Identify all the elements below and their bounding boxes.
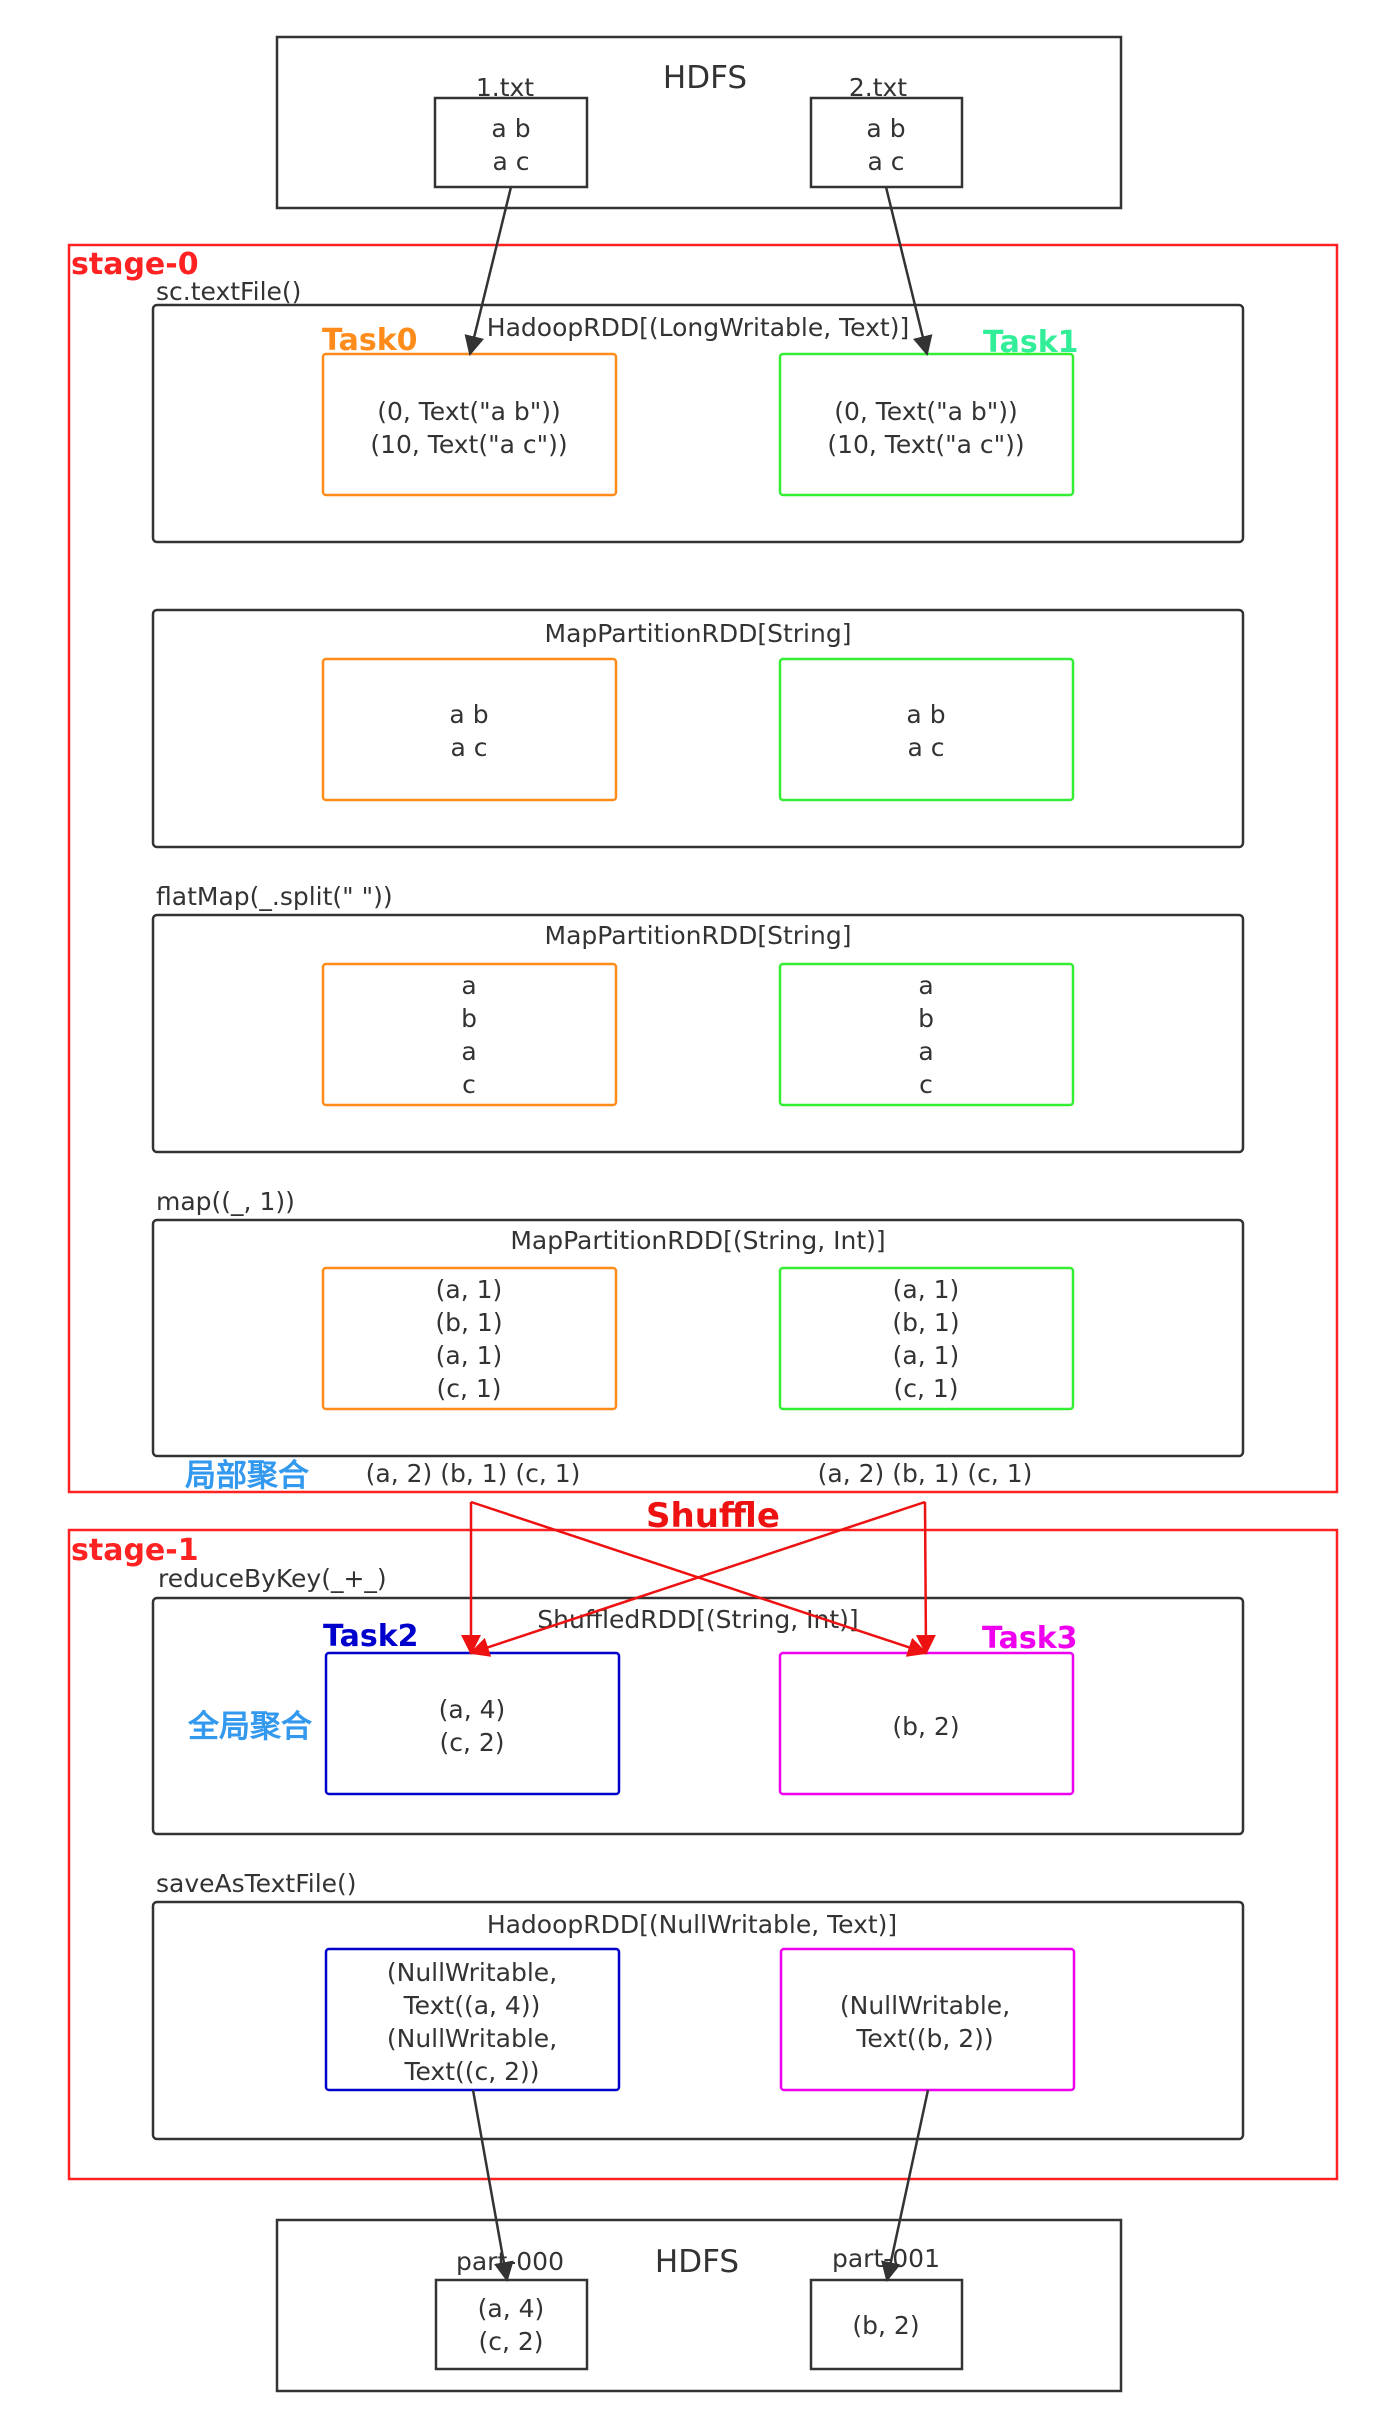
task2-label: Task2: [323, 1619, 419, 1654]
local-agg-label: 局部聚合: [185, 1458, 309, 1494]
op-save: saveAsTextFile(): [156, 1869, 357, 1898]
part-1-line-2: (c, 2): [478, 2327, 543, 2356]
p4-left-line-4: (c, 1): [436, 1374, 501, 1403]
file-2-line-1: a b: [866, 114, 905, 143]
part-box-1: [434, 2278, 589, 2371]
s2-right-line-1: (NullWritable,: [840, 1991, 1010, 2020]
task0-label: Task0: [322, 323, 418, 358]
p4-right-line-2: (b, 1): [892, 1308, 959, 1337]
p4-left-line-3: (a, 1): [436, 1341, 503, 1370]
p3-right-line-1: a: [918, 971, 933, 1000]
rdd-map-partition-pairs-title: MapPartitionRDD[(String, Int)]: [510, 1226, 885, 1255]
file-box-1: [433, 96, 589, 189]
rdd-map-partition-2-title: MapPartitionRDD[String]: [545, 921, 852, 950]
part-1-line-1: (a, 4): [478, 2294, 545, 2323]
task0-partition-3: [321, 962, 618, 1107]
stage1-label: stage-1: [71, 1533, 199, 1568]
stage0-label: stage-0: [71, 247, 199, 282]
global-agg-label: 全局聚合: [187, 1709, 312, 1745]
s1-left-line-2: (c, 2): [439, 1728, 504, 1757]
p3-left-line-1: a: [461, 971, 476, 1000]
p3-right-line-2: b: [918, 1004, 934, 1033]
p1-left-line-1: (0, Text("a b")): [377, 397, 561, 426]
p2-left-line-1: a b: [449, 700, 488, 729]
task1-partition-3: [778, 962, 1075, 1107]
p1-right-line-1: (0, Text("a b")): [834, 397, 1018, 426]
p3-left-line-4: c: [462, 1070, 476, 1099]
part-name-2: part-001: [832, 2244, 940, 2273]
op-reduce: reduceByKey(_+_): [158, 1564, 387, 1593]
task1-partition-2: [778, 657, 1075, 802]
arrow-task3-to-part1: [881, 2089, 930, 2282]
hdfs-bottom-box: [275, 2218, 1123, 2393]
s2-left-line-1: (NullWritable,: [387, 1958, 557, 1987]
s2-left-line-4: Text((c, 2)): [403, 2057, 539, 2086]
s2-left-line-3: (NullWritable,: [387, 2024, 557, 2053]
stage0-box: [67, 243, 1339, 1494]
part-2-line-1: (b, 2): [852, 2311, 919, 2340]
task3-label: Task3: [982, 1621, 1078, 1656]
hdfs-top-title: HDFS: [663, 60, 747, 96]
local-agg-right: (a, 2) (b, 1) (c, 1): [818, 1459, 1033, 1488]
p1-right-line-2: (10, Text("a c")): [827, 430, 1024, 459]
p4-left-line-1: (a, 1): [436, 1275, 503, 1304]
p4-left-line-2: (b, 1): [435, 1308, 502, 1337]
rdd-hadoop-output-title: HadoopRDD[(NullWritable, Text)]: [487, 1910, 897, 1939]
s1-right-line-1: (b, 2): [892, 1712, 959, 1741]
task0-partition-2: [321, 657, 618, 802]
s2-left-line-2: Text((a, 4)): [403, 1991, 541, 2020]
arrow-file2-to-task1: [884, 186, 933, 356]
p3-right-line-3: a: [918, 1037, 933, 1066]
stage1-box: [67, 1528, 1339, 2181]
file-1-line-1: a b: [491, 114, 530, 143]
shuffle-right-to-task3: [915, 1501, 936, 1655]
part-name-1: part-000: [456, 2247, 564, 2276]
p1-left-line-2: (10, Text("a c")): [370, 430, 567, 459]
p2-right-line-1: a b: [906, 700, 945, 729]
task1-partition-4: [778, 1266, 1075, 1411]
rdd-shuffled-title: ShuffledRDD[(String, Int)]: [537, 1605, 858, 1634]
op-textfile: sc.textFile(): [156, 277, 301, 306]
s2-right-line-2: Text((b, 2)): [855, 2024, 993, 2053]
shuffle-right-to-task2: [469, 1500, 926, 1657]
rdd-hadoop-output: [151, 1900, 1245, 2141]
rdd-map-partition-2: [151, 913, 1245, 1154]
rdd-hadoop-input-title: HadoopRDD[(LongWritable, Text)]: [487, 313, 909, 342]
p2-left-line-2: a c: [450, 733, 487, 762]
p3-left-line-3: a: [461, 1037, 476, 1066]
file-2-line-2: a c: [867, 147, 904, 176]
file-box-2: [809, 96, 964, 189]
op-flatmap: flatMap(_.split(" ")): [156, 882, 393, 911]
file-1-line-2: a c: [492, 147, 529, 176]
arrow-task2-to-part0: [471, 2089, 514, 2282]
rdd-hadoop-input: [151, 303, 1245, 544]
p2-right-line-2: a c: [907, 733, 944, 762]
task0-partition-4: [321, 1266, 618, 1411]
arrow-file1-to-task0: [464, 186, 513, 356]
p4-right-line-3: (a, 1): [893, 1341, 960, 1370]
hdfs-top-box: [275, 35, 1123, 210]
rdd-map-partition-1-title: MapPartitionRDD[String]: [545, 619, 852, 648]
task2-partition-2: [324, 1947, 621, 2092]
p3-right-line-4: c: [919, 1070, 933, 1099]
s1-left-line-1: (a, 4): [439, 1695, 506, 1724]
local-agg-left: (a, 2) (b, 1) (c, 1): [366, 1459, 581, 1488]
rdd-map-partition-pairs: [151, 1218, 1245, 1458]
rdd-map-partition-1: [151, 608, 1245, 849]
part-box-2: [809, 2278, 964, 2371]
p3-left-line-2: b: [461, 1004, 477, 1033]
rdd-shuffled: [151, 1596, 1245, 1836]
op-map: map((_, 1)): [156, 1187, 295, 1216]
hdfs-bottom-title: HDFS: [655, 2244, 739, 2280]
p4-right-line-1: (a, 1): [893, 1275, 960, 1304]
p4-right-line-4: (c, 1): [893, 1374, 958, 1403]
